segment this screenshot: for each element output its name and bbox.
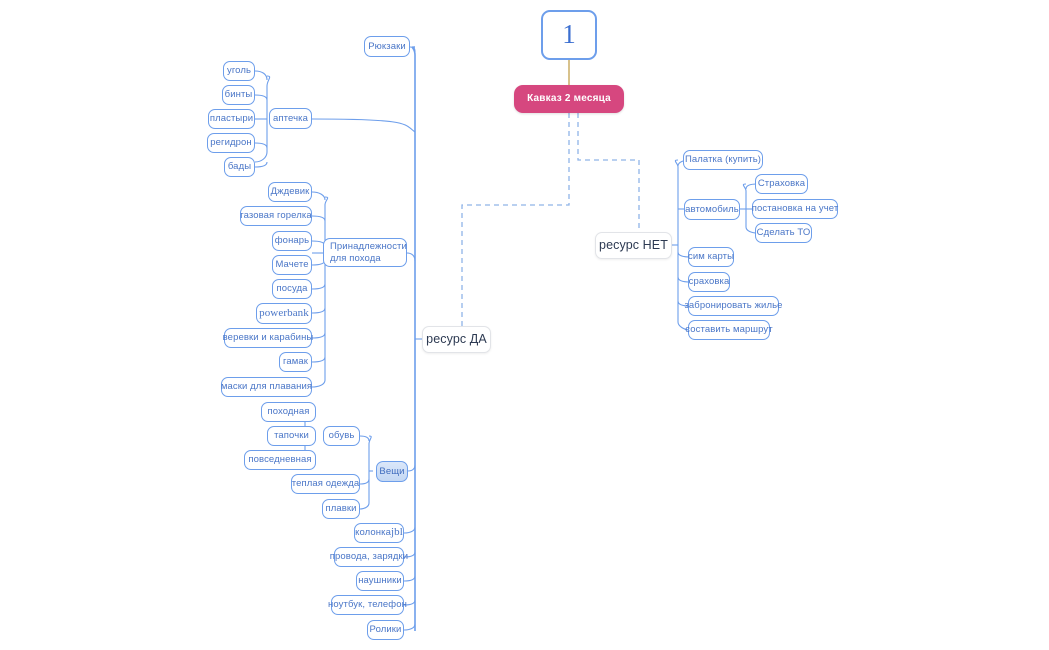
node-bady[interactable]: бады bbox=[224, 157, 255, 177]
node-gazovaya-gorelka[interactable]: газовая горелка bbox=[240, 206, 312, 226]
spine-aptechka bbox=[254, 75, 271, 163]
node-roliki[interactable]: Ролики bbox=[367, 620, 404, 640]
node-binty[interactable]: бинты bbox=[222, 85, 255, 105]
link-kolonka bbox=[403, 526, 416, 534]
node-sdelat-to[interactable]: Сделать ТО bbox=[755, 223, 812, 243]
node-sim-karty[interactable]: сим карты bbox=[688, 247, 734, 267]
node-posuda[interactable]: посуда bbox=[272, 279, 312, 299]
node-teplaya-odezhda[interactable]: теплая одежда bbox=[291, 474, 360, 494]
node-provoda-zaryadki[interactable]: провода, зарядки bbox=[330, 547, 408, 567]
node-machete[interactable]: Мачете bbox=[272, 255, 312, 275]
node-maski-dlya-plavaniya[interactable]: маски для плавания bbox=[221, 377, 312, 397]
link-verevki bbox=[311, 332, 326, 339]
link-ryukzaki bbox=[409, 46, 416, 53]
link-binty bbox=[254, 94, 268, 101]
node-veshchi[interactable]: Вещи bbox=[376, 461, 408, 482]
node-srahovka[interactable]: сраховка bbox=[688, 272, 730, 292]
node-plastyri[interactable]: пластыри bbox=[208, 109, 255, 129]
node-sostavit-marshrut[interactable]: составить маршрут bbox=[685, 320, 773, 340]
link-veshchi-to-spine bbox=[407, 464, 416, 472]
root-node[interactable]: 1 bbox=[541, 10, 597, 60]
link-naushniki bbox=[403, 575, 416, 582]
main-topic-node[interactable]: Кавказ 2 месяца bbox=[514, 85, 624, 113]
node-naushniki[interactable]: наушники bbox=[356, 571, 404, 591]
node-noutbuk-telefon[interactable]: ноутбук, телефон bbox=[328, 595, 407, 615]
link-ugol bbox=[254, 70, 268, 81]
link-teplaya bbox=[359, 478, 370, 485]
node-tapochki[interactable]: тапочки bbox=[267, 426, 316, 446]
node-powerbank[interactable]: powerbank bbox=[256, 303, 312, 324]
node-avtomobil[interactable]: автомобиль bbox=[684, 199, 740, 220]
link-powerbank bbox=[311, 307, 326, 314]
node-povsednevnaya[interactable]: повседневная bbox=[244, 450, 316, 470]
link-dzhdevik bbox=[311, 191, 326, 201]
node-palatka[interactable]: Палатка (купить) bbox=[683, 150, 763, 170]
link-aptechka-to-spine bbox=[311, 118, 416, 133]
link-topic-to-resource-yes bbox=[461, 113, 570, 339]
node-plavki[interactable]: плавки bbox=[322, 499, 360, 519]
link-roliki bbox=[403, 623, 416, 631]
node-pohodnaya[interactable]: походная bbox=[261, 402, 316, 422]
link-topic-to-resource-no bbox=[577, 113, 640, 234]
node-fonar[interactable]: фонарь bbox=[272, 231, 312, 251]
node-dzhdevik[interactable]: Дждевик bbox=[268, 182, 312, 202]
node-postanovka-na-uchet[interactable]: постановка на учет bbox=[752, 199, 838, 219]
node-gamak[interactable]: гамак bbox=[279, 352, 312, 372]
branch-resource-no[interactable]: ресурс НЕТ bbox=[595, 232, 672, 259]
spine-veshchi bbox=[359, 435, 372, 510]
spine-prinadlezhnosti bbox=[311, 196, 329, 388]
link-gamak bbox=[311, 356, 326, 363]
node-ryukzaki[interactable]: Рюкзаки bbox=[364, 36, 410, 57]
node-zabronirovat-zhilye[interactable]: забронировать жилье bbox=[684, 296, 782, 316]
link-prinadlezhnosti-to-spine bbox=[406, 252, 416, 262]
node-kolonka-jbl[interactable]: колонка jbl bbox=[354, 523, 404, 543]
branch-resource-yes[interactable]: ресурс ДА bbox=[422, 326, 491, 353]
link-regidron bbox=[254, 142, 268, 149]
node-regidron[interactable]: регидрон bbox=[207, 133, 255, 153]
link-posuda bbox=[311, 283, 326, 290]
node-aptechka[interactable]: аптечка bbox=[269, 108, 312, 129]
node-verevki-i-karabiny[interactable]: веревки и карабины bbox=[223, 328, 313, 348]
node-prinadlezhnosti[interactable]: Принадлежности для похода bbox=[323, 238, 407, 267]
node-strahovka-auto[interactable]: Страховка bbox=[755, 174, 808, 194]
spine-resource-yes bbox=[411, 46, 416, 631]
link-obuv bbox=[359, 435, 370, 442]
link-gorelka bbox=[311, 215, 326, 222]
node-ugol[interactable]: уголь bbox=[223, 61, 255, 81]
node-obuv[interactable]: обувь bbox=[323, 426, 360, 446]
link-bady bbox=[254, 161, 268, 168]
